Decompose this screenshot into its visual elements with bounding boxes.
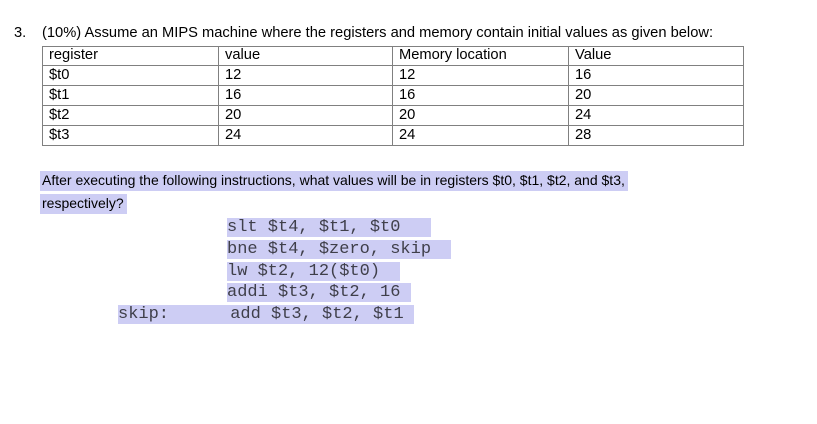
memory-location-cell: 16	[392, 85, 569, 106]
question-number: 3.	[14, 25, 27, 41]
prompt-line: After executing the following instructio…	[40, 171, 628, 194]
question-intro-text: (10%) Assume an MIPS machine where the r…	[42, 25, 714, 41]
code-line: lw $t2, 12($t0)	[227, 262, 401, 281]
register-name-cell: $t2	[42, 105, 219, 126]
register-value-cell: 24	[218, 125, 393, 146]
code-line: slt $t4, $t1, $t0	[227, 218, 432, 237]
register-value-cell: 20	[218, 105, 393, 126]
table-row: $t1 16 16 20	[42, 85, 744, 106]
code-instruction-bne: bne $t4, $zero, skip	[227, 240, 452, 259]
table-row: $t0 12 12 16	[42, 65, 744, 86]
code-instruction-slt: slt $t4, $t1, $t0	[227, 218, 432, 237]
initial-values-table: register value Memory location Value $t0…	[42, 46, 744, 146]
table-row: $t2 20 20 24	[42, 105, 744, 126]
code-line: bne $t4, $zero, skip	[227, 240, 452, 259]
table-row: $t3 24 24 28	[42, 125, 744, 146]
memory-value-cell: 24	[568, 105, 744, 126]
register-name-cell: $t0	[42, 65, 219, 86]
memory-value-cell: 28	[568, 125, 744, 146]
prompt-text-line-1: After executing the following instructio…	[40, 171, 628, 191]
register-name-cell: $t3	[42, 125, 219, 146]
table-header-row: register value Memory location Value	[42, 46, 744, 66]
code-line: addi $t3, $t2, 16	[227, 283, 411, 302]
register-name-cell: $t1	[42, 85, 219, 106]
memory-value-cell: 20	[568, 85, 744, 106]
memory-location-cell: 24	[392, 125, 569, 146]
register-value-cell: 16	[218, 85, 393, 106]
col-header-memory-value: Value	[568, 46, 744, 66]
question-prompt: After executing the following instructio…	[40, 171, 628, 217]
code-instruction-addi: addi $t3, $t2, 16	[227, 283, 411, 302]
col-header-register: register	[42, 46, 219, 66]
code-instruction-lw: lw $t2, 12($t0)	[227, 262, 401, 281]
code-instruction-add: skip: add $t3, $t2, $t1	[118, 305, 414, 324]
memory-value-cell: 16	[568, 65, 744, 86]
prompt-text-line-2: respectively?	[40, 194, 127, 214]
col-header-register-value: value	[218, 46, 393, 66]
memory-location-cell: 20	[392, 105, 569, 126]
code-line-with-skip-label: skip: add $t3, $t2, $t1	[118, 305, 414, 324]
memory-location-cell: 12	[392, 65, 569, 86]
prompt-line: respectively?	[40, 194, 628, 217]
question-heading: 3. (10%) Assume an MIPS machine where the…	[14, 24, 713, 42]
col-header-memory-location: Memory location	[392, 46, 569, 66]
register-value-cell: 12	[218, 65, 393, 86]
